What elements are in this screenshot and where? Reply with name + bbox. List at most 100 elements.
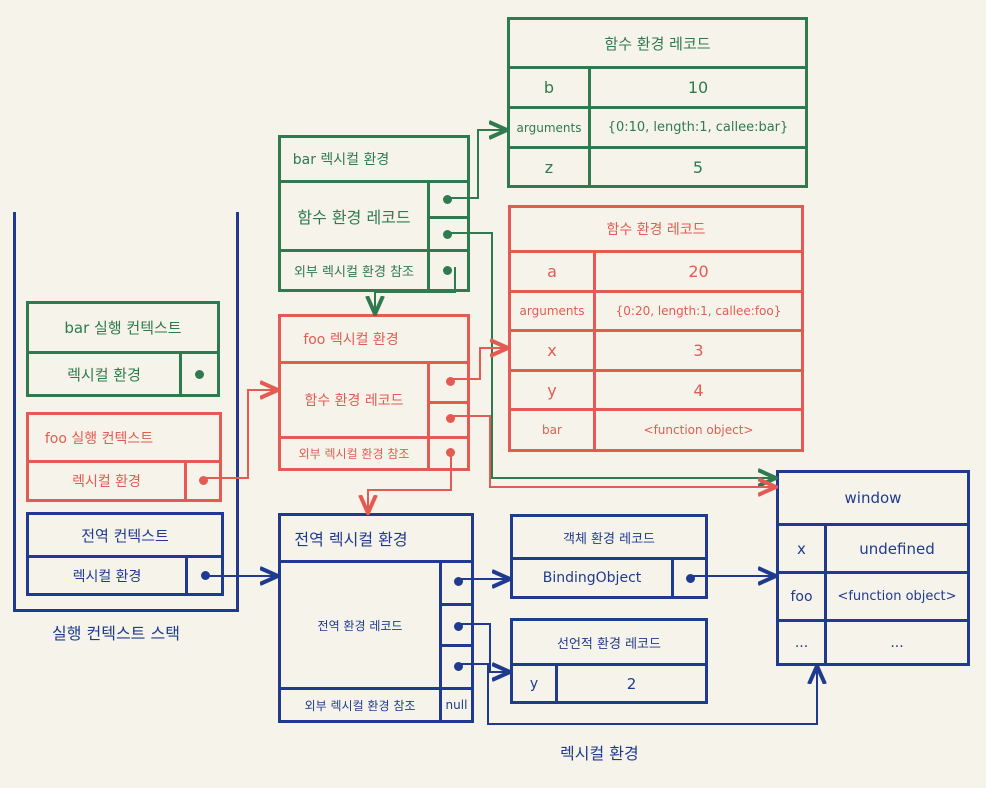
declarative-env-record: 선언적 환경 레코드 y 2 [510,618,708,704]
foo-record-title: 함수 환경 레코드 [606,222,706,238]
pointer-dot [454,622,463,631]
foo-lexical-environment: foo 렉시컬 환경 함수 환경 레코드 외부 렉시컬 환경 참조 [278,314,470,471]
divider [179,354,182,394]
pointer-dot [201,571,210,580]
window-object: window x undefined foo <function object>… [776,470,970,666]
pointer-dot [443,195,452,204]
pointer-dot [195,370,204,379]
divider [510,106,805,109]
stack-right-wall [236,212,239,612]
stack-left-wall [13,212,16,612]
window-key: foo [790,588,813,605]
pointer-dot [454,662,463,671]
foo-record-key: bar [542,423,562,437]
pointer-dot [446,448,455,457]
pointer-dot [686,574,695,583]
bar-record-title: 함수 환경 레코드 [604,34,711,53]
divider [427,401,467,404]
stack-bottom [13,609,239,612]
foo-record-value: {0:20, length:1, callee:foo} [615,304,782,318]
global-execution-context: 전역 컨텍스트 렉시컬 환경 [26,512,224,596]
foo-lex-outer-ref: 외부 렉시컬 환경 참조 [298,447,410,461]
pointer-dot [199,476,208,485]
bar-record-key: z [544,157,554,177]
divider [779,619,967,622]
lexical-environment-caption: 렉시컬 환경 [560,744,639,763]
divider [427,216,467,219]
global-context-title: 전역 컨텍스트 [81,526,169,545]
bar-lex-outer-ref: 외부 렉시컬 환경 참조 [293,265,415,280]
bar-record-key: arguments [516,120,582,135]
divider [513,557,705,560]
object-record-title: 객체 환경 레코드 [563,531,655,547]
window-value: undefined [859,539,935,558]
pointer-dot [443,230,452,239]
divider [824,523,827,663]
stack-caption: 실행 컨텍스트 스택 [52,624,180,643]
foo-record-key: y [547,380,557,400]
divider [510,66,805,69]
bar-lex-record: 함수 환경 레코드 [297,208,411,227]
declarative-record-title: 선언적 환경 레코드 [557,636,661,652]
pointer-dot [446,377,455,386]
window-value: ... [890,634,904,651]
divider [427,361,430,437]
bar-record-value: 10 [687,78,709,97]
foo-context-title: foo 실행 컨텍스트 [44,430,154,447]
pointer-dot [446,414,455,423]
divider [671,557,674,596]
divider [779,571,967,574]
window-value: <function object> [837,589,957,604]
divider [510,146,805,149]
bar-lex-title: bar 렉시컬 환경 [292,152,390,168]
foo-function-env-record: 함수 환경 레코드 a 20 arguments {0:20, length:1… [508,205,804,452]
window-key: ... [794,634,809,651]
foo-record-value: 3 [693,341,704,360]
object-env-record: 객체 환경 레코드 BindingObject [510,514,708,599]
pointer-dot [454,577,463,586]
divider [281,560,471,563]
foo-record-key: a [547,262,557,281]
bar-function-env-record: 함수 환경 레코드 b 10 arguments {0:10, length:1… [507,17,808,188]
global-lex-title: 전역 렉시컬 환경 [294,530,408,549]
divider [427,180,430,249]
bar-record-value: {0:10, length:1, callee:bar} [607,120,789,135]
divider [281,436,467,439]
divider [29,460,219,463]
global-lex-outer-ref: 외부 렉시컬 환경 참조 [304,698,416,713]
foo-record-value: 4 [693,380,704,400]
bar-execution-context: bar 실행 컨텍스트 렉시컬 환경 [26,301,220,397]
divider [281,687,471,690]
bar-record-key: b [543,78,555,97]
foo-record-value: <function object> [643,423,754,437]
divider [439,644,471,647]
foo-execution-context: foo 실행 컨텍스트 렉시컬 환경 [26,412,222,502]
divider [439,560,442,720]
bar-record-value: 5 [692,157,704,177]
divider [281,180,467,183]
window-key: x [797,539,806,558]
divider [184,463,187,499]
divider [29,555,221,558]
bar-lexical-environment: bar 렉시컬 환경 함수 환경 레코드 외부 렉시컬 환경 참조 [278,135,470,292]
divider [281,249,467,252]
divider [281,361,467,364]
divider [439,603,471,606]
global-context-lexical-env: 렉시컬 환경 [72,568,142,585]
divider [588,66,591,185]
binding-object: BindingObject [542,570,642,586]
foo-context-lexical-env: 렉시컬 환경 [72,474,141,490]
foo-record-value: 20 [688,262,709,281]
foo-lex-record: 함수 환경 레코드 [304,393,404,409]
foo-record-key: arguments [519,304,585,318]
divider [779,523,967,526]
global-lex-outer-null: null [445,698,468,712]
global-lexical-environment: 전역 렉시컬 환경 전역 환경 레코드 외부 렉시컬 환경 참조 null [278,513,474,723]
divider [427,249,430,289]
foo-lex-title: foo 렉시컬 환경 [303,332,399,348]
global-lex-record: 전역 환경 레코드 [317,618,403,633]
declarative-record-value: 2 [626,674,637,693]
divider [427,436,430,468]
bar-context-lexical-env: 렉시컬 환경 [67,365,141,384]
bar-context-title: bar 실행 컨텍스트 [64,319,182,337]
